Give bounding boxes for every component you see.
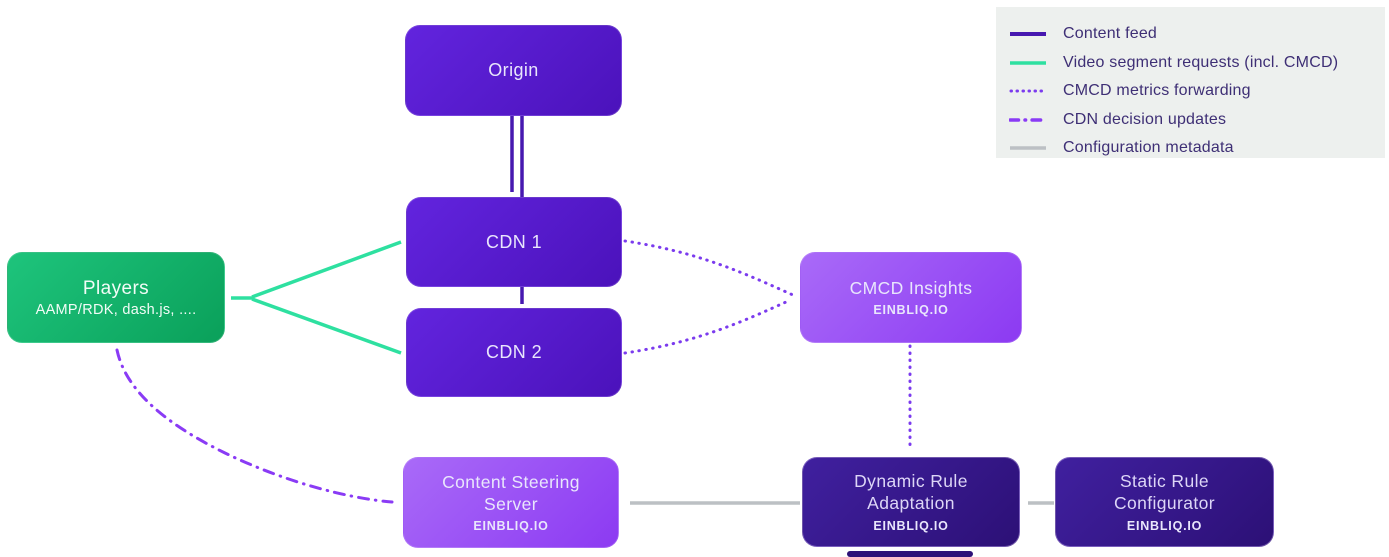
node-origin: Origin [405, 25, 622, 116]
node-players: Players AAMP/RDK, dash.js, .... [7, 252, 225, 343]
legend-item-configuration-metadata: Configuration metadata [1009, 134, 1371, 163]
node-cdn2-title: CDN 2 [485, 342, 542, 363]
node-players-subtitle: AAMP/RDK, dash.js, .... [35, 302, 197, 319]
node-cdn1-title: CDN 1 [485, 231, 542, 252]
legend: Content feed Video segment requests (inc… [996, 7, 1385, 158]
cropped-box-edge [847, 551, 973, 557]
legend-line-solid-purple-icon [1010, 32, 1046, 37]
node-dynamic-rule-subtitle: EINBLIQ.IO [873, 518, 949, 533]
node-content-steering-subtitle: EINBLIQ.IO [473, 519, 549, 534]
node-static-rule-configurator: Static Rule Configurator EINBLIQ.IO [1055, 457, 1274, 547]
legend-label: Video segment requests (incl. CMCD) [1063, 53, 1339, 71]
legend-item-content-feed: Content feed [1009, 20, 1371, 49]
legend-line-solid-green-icon [1010, 61, 1046, 65]
legend-line-dotted-icon [1009, 89, 1047, 93]
legend-line-dash-dot-icon [1009, 118, 1047, 122]
edge-cdn1-cmcd-insights [623, 239, 795, 297]
node-origin-title: Origin [488, 60, 539, 81]
legend-item-video-segment-requests: Video segment requests (incl. CMCD) [1009, 49, 1371, 78]
legend-item-cdn-decision-updates: CDN decision updates [1009, 106, 1371, 135]
node-content-steering-server: Content Steering Server EINBLIQ.IO [403, 457, 619, 548]
legend-item-cmcd-metrics-forwarding: CMCD metrics forwarding [1009, 77, 1371, 106]
node-static-rule-title: Static Rule Configurator [1113, 471, 1216, 513]
node-content-steering-title: Content Steering Server [442, 471, 580, 514]
legend-line-solid-gray-icon [1010, 146, 1046, 150]
node-static-rule-subtitle: EINBLIQ.IO [1126, 518, 1203, 533]
node-cdn1: CDN 1 [406, 197, 622, 287]
node-players-title: Players [82, 277, 150, 299]
node-dynamic-rule-adaptation: Dynamic Rule Adaptation EINBLIQ.IO [802, 457, 1020, 547]
legend-label: Content feed [1063, 25, 1158, 43]
node-cmcd-insights-title: CMCD Insights [849, 277, 973, 298]
legend-label: CDN decision updates [1063, 110, 1227, 128]
node-cmcd-insights: CMCD Insights EINBLIQ.IO [800, 252, 1022, 343]
node-dynamic-rule-title: Dynamic Rule Adaptation [854, 471, 968, 513]
edge-cdn2-cmcd-insights [623, 300, 788, 355]
edge-players-cdn2 [251, 297, 402, 355]
legend-label: Configuration metadata [1063, 139, 1234, 157]
edge-players-cdn1 [251, 240, 402, 299]
node-cdn2: CDN 2 [406, 308, 622, 397]
edge-content-steering-players [115, 348, 394, 504]
node-cmcd-insights-subtitle: EINBLIQ.IO [873, 303, 949, 318]
legend-label: CMCD metrics forwarding [1063, 82, 1251, 100]
